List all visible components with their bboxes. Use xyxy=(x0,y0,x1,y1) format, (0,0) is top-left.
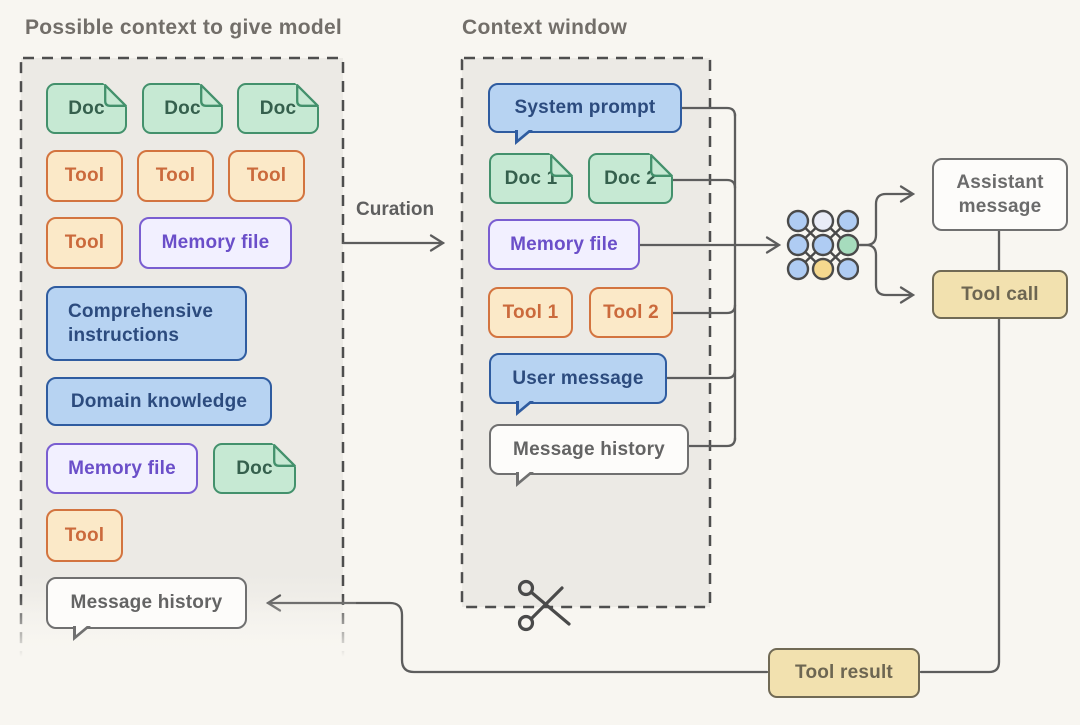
tool-result-label: Tool result xyxy=(795,662,893,684)
tool1-label: Tool 1 xyxy=(502,301,559,323)
domain-knowledge-box: Domain knowledge xyxy=(46,377,272,426)
memory-file-label: Memory file xyxy=(161,232,270,254)
message-history-label: Message history xyxy=(513,438,665,460)
comprehensive-instructions-label: Comprehensive instructions xyxy=(68,300,214,346)
doc-label: Doc xyxy=(164,97,201,119)
tool-label: Tool xyxy=(155,165,196,187)
memory-file-chip: Memory file xyxy=(46,443,198,494)
doc-fold-icon xyxy=(103,83,127,107)
tool-chip: Tool xyxy=(46,509,123,562)
doc-fold-icon xyxy=(272,443,296,467)
doc2-chip: Doc 2 xyxy=(588,153,673,204)
tool2-chip: Tool 2 xyxy=(589,287,673,338)
memory-file-label: Memory file xyxy=(510,233,618,255)
tool-label: Tool xyxy=(64,165,105,187)
curation-arrowhead xyxy=(429,234,446,252)
doc2-connector xyxy=(670,178,737,190)
doc-label: Doc xyxy=(259,97,297,119)
tool-label: Tool xyxy=(246,165,287,187)
model-input-arrowhead xyxy=(765,236,782,254)
doc-label: Doc xyxy=(236,457,273,479)
tool-chip: Tool xyxy=(46,150,123,202)
user-message-label: User message xyxy=(512,367,644,389)
tool-call-arrowhead xyxy=(899,286,916,304)
context-window-dashed-border xyxy=(460,56,712,609)
tool-label: Tool xyxy=(64,524,105,546)
doc-chip: Doc xyxy=(142,83,223,134)
tool2-connector xyxy=(670,303,737,315)
message-history-bubble: Message history xyxy=(46,577,247,641)
left-panel-title: Possible context to give model xyxy=(25,16,343,39)
left-panel-dashed-border xyxy=(19,56,345,660)
tool-call-branch xyxy=(856,243,914,297)
scissors-icon xyxy=(517,579,571,632)
assistant-arrowhead xyxy=(899,185,916,203)
doc1-label: Doc 1 xyxy=(504,167,558,189)
doc-chip: Doc xyxy=(213,443,296,494)
user-message-connector xyxy=(664,368,737,380)
doc-chip: Doc xyxy=(46,83,127,134)
tool2-label: Tool 2 xyxy=(603,301,659,323)
comprehensive-instructions-box: Comprehensive instructions xyxy=(46,286,247,361)
doc1-chip: Doc 1 xyxy=(489,153,573,204)
user-message-bubble: User message xyxy=(489,353,667,416)
tool-chip: Tool xyxy=(137,150,214,202)
toolcall-to-toolresult-line xyxy=(919,317,1001,674)
message-history-bubble: Message history xyxy=(489,424,689,487)
domain-knowledge-label: Domain knowledge xyxy=(70,390,248,412)
memory-file-chip: Memory file xyxy=(139,217,292,269)
context-window-title: Context window xyxy=(462,16,628,39)
assistant-message-label: Assistant message xyxy=(956,171,1044,217)
memory-file-chip: Memory file xyxy=(488,219,640,270)
tool-call-label: Tool call xyxy=(961,283,1039,305)
doc-chip: Doc xyxy=(237,83,319,134)
doc-label: Doc xyxy=(68,97,105,119)
system-prompt-bubble: System prompt xyxy=(488,83,682,145)
doc-fold-icon xyxy=(199,83,223,107)
system-prompt-connector xyxy=(679,106,737,118)
tool-chip: Tool xyxy=(46,217,123,269)
tool1-chip: Tool 1 xyxy=(488,287,573,338)
message-history-connector xyxy=(686,436,737,448)
doc-fold-icon xyxy=(649,153,673,177)
message-history-label: Message history xyxy=(70,592,223,614)
memory-file-label: Memory file xyxy=(68,457,176,479)
doc-fold-icon xyxy=(295,83,319,107)
doc-fold-icon xyxy=(549,153,573,177)
curation-label: Curation xyxy=(356,199,435,220)
assistant-message-box: Assistant message xyxy=(932,158,1068,231)
doc2-label: Doc 2 xyxy=(604,167,657,189)
assistant-branch xyxy=(856,192,914,247)
tool-call-box: Tool call xyxy=(932,270,1068,319)
neural-network-icon xyxy=(786,209,859,281)
system-prompt-label: System prompt xyxy=(514,97,656,119)
toolresult-to-history-line xyxy=(266,601,769,674)
tool-label: Tool xyxy=(64,232,105,254)
tool-result-box: Tool result xyxy=(768,648,920,698)
tool-chip: Tool xyxy=(228,150,305,202)
